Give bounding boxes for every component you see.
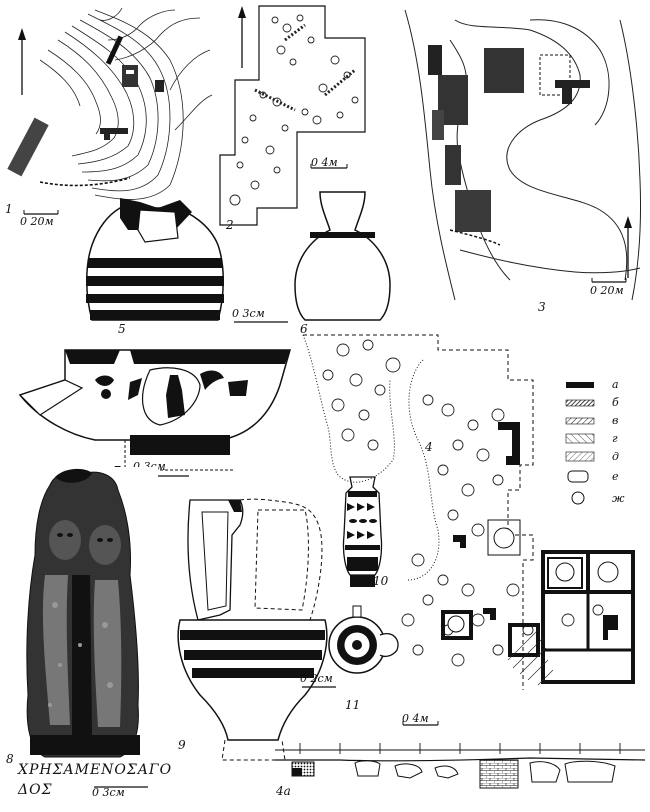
figure-3-number: 3: [538, 300, 546, 314]
legend-key-a: а: [612, 378, 619, 391]
figure-7-kylix: [18, 349, 291, 471]
figure-1-number: 1: [5, 202, 13, 216]
figure-1-site-plan: [7, 7, 213, 215]
figure-11-number: 11: [345, 698, 361, 712]
legend-key-g: г: [612, 432, 618, 445]
figure-11-scale-bar: [302, 686, 336, 688]
figure-9-number: 9: [178, 738, 186, 752]
figure-2-excavation-plan: [219, 5, 366, 226]
figure-10-lekythos: [342, 476, 383, 587]
figure-10-number: 10: [373, 574, 389, 588]
figure-4-number: 4: [425, 440, 433, 454]
figure-2-scale: 0 4м: [311, 156, 338, 169]
legend-key-zh: ж: [612, 492, 625, 505]
figure-4a-section: [275, 743, 646, 789]
legend-key-b: б: [612, 396, 619, 409]
figure-1-scale: 0 20м: [20, 215, 54, 228]
figure-8-scale-bar: [94, 786, 148, 788]
legend-swatches: [565, 382, 595, 505]
figure-3-site-plan: [404, 9, 642, 301]
figure-11-lamp: [328, 605, 399, 674]
legend-key-d: д: [612, 450, 619, 463]
figure-4-scale: 0 4м: [402, 712, 429, 725]
figure-5-scale-bar: [234, 321, 288, 323]
figure-6-jar: [294, 191, 391, 321]
figure-4a-number: 4а: [276, 784, 291, 798]
figure-8-scale: 0 3см: [92, 786, 125, 799]
figure-9-amphora: [177, 498, 328, 761]
figure-5-scale: 0 3см: [232, 307, 265, 320]
legend-key-v: в: [612, 414, 619, 427]
figure-8-number: 8: [6, 752, 14, 766]
figure-5-number: 5: [118, 322, 126, 336]
figure-2-number: 2: [226, 218, 234, 232]
legend: а б в г д е ж: [562, 376, 642, 516]
figure-6-number: 6: [300, 322, 308, 336]
legend-key-e: е: [612, 470, 619, 483]
figure-4-site-plan: [302, 334, 635, 726]
figure-8-inscription-line-2: ΔΟΣ: [18, 782, 53, 798]
figure-8-inscription-line-1: ΧΡΗΣΑΜΕΝΟΣΑΓΟ: [18, 762, 173, 778]
figure-11-scale: 0 2см: [300, 672, 333, 685]
figure-5-vessel: [86, 198, 224, 321]
figure-3-scale: 0 20м: [590, 284, 624, 297]
figure-8-figurine: [12, 467, 158, 763]
